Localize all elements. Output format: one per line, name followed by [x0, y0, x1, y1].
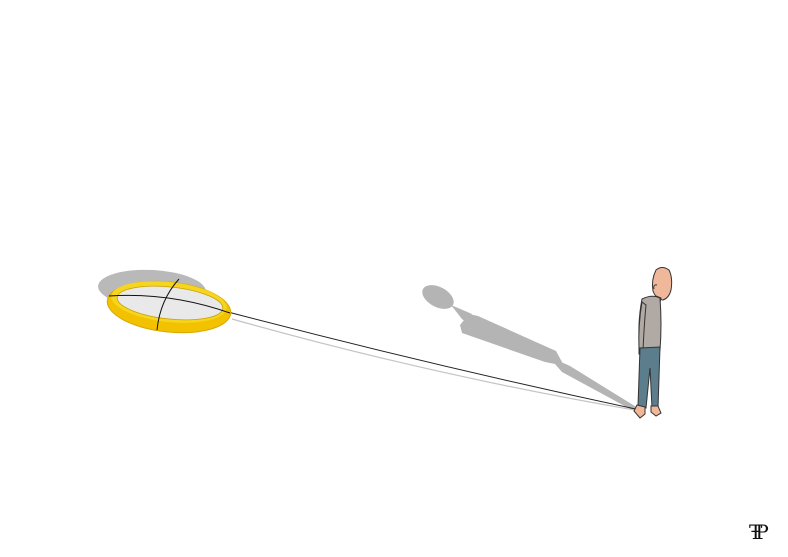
- head: [651, 267, 673, 301]
- person-shadow: [422, 285, 638, 410]
- artist-signature: ŦP: [749, 520, 769, 544]
- kite-string-shadow: [231, 318, 641, 412]
- kite: [106, 278, 232, 334]
- kite-string: [227, 311, 641, 411]
- person-figure: [633, 267, 673, 419]
- pants: [637, 346, 661, 409]
